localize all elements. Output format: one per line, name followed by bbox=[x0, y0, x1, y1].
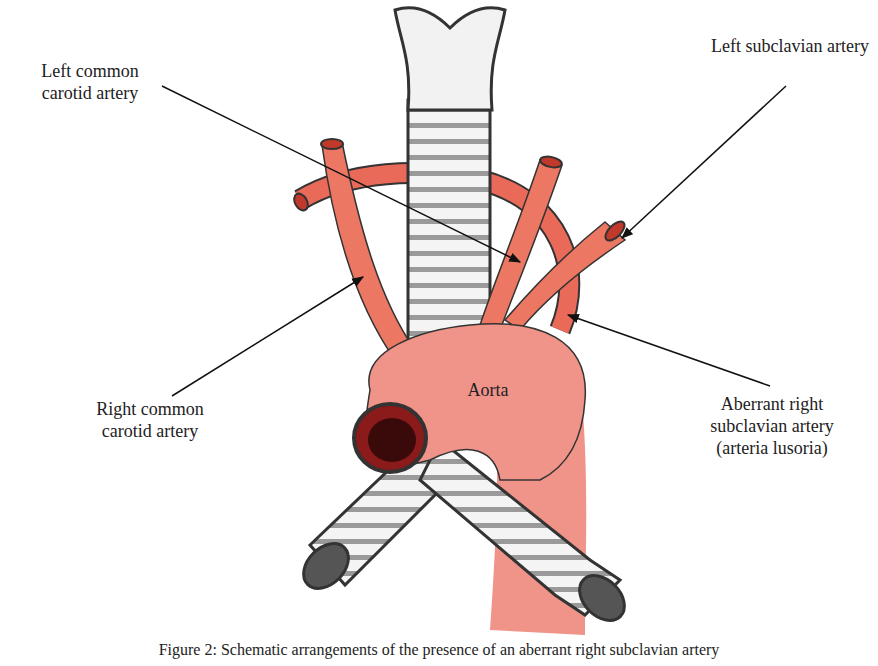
leader-line bbox=[162, 86, 520, 262]
part-label: Right common carotid artery bbox=[80, 398, 220, 442]
part-label: Left common carotid artery bbox=[15, 60, 165, 104]
organ-label: Aorta bbox=[455, 379, 521, 401]
aorta-opening bbox=[354, 404, 426, 472]
part-label: Aberrant right subclavian artery (arteri… bbox=[692, 393, 852, 459]
leader-line bbox=[568, 315, 770, 386]
figure-caption: Figure 2: Schematic arrangements of the … bbox=[0, 640, 878, 660]
part-label: Left subclavian artery bbox=[705, 35, 875, 57]
thyroid-cartilage bbox=[395, 8, 505, 110]
leader-line bbox=[622, 86, 786, 238]
right-common-carotid bbox=[322, 142, 415, 360]
trachea bbox=[408, 100, 490, 340]
aortic-arch bbox=[366, 324, 585, 480]
leader-line bbox=[172, 277, 363, 396]
